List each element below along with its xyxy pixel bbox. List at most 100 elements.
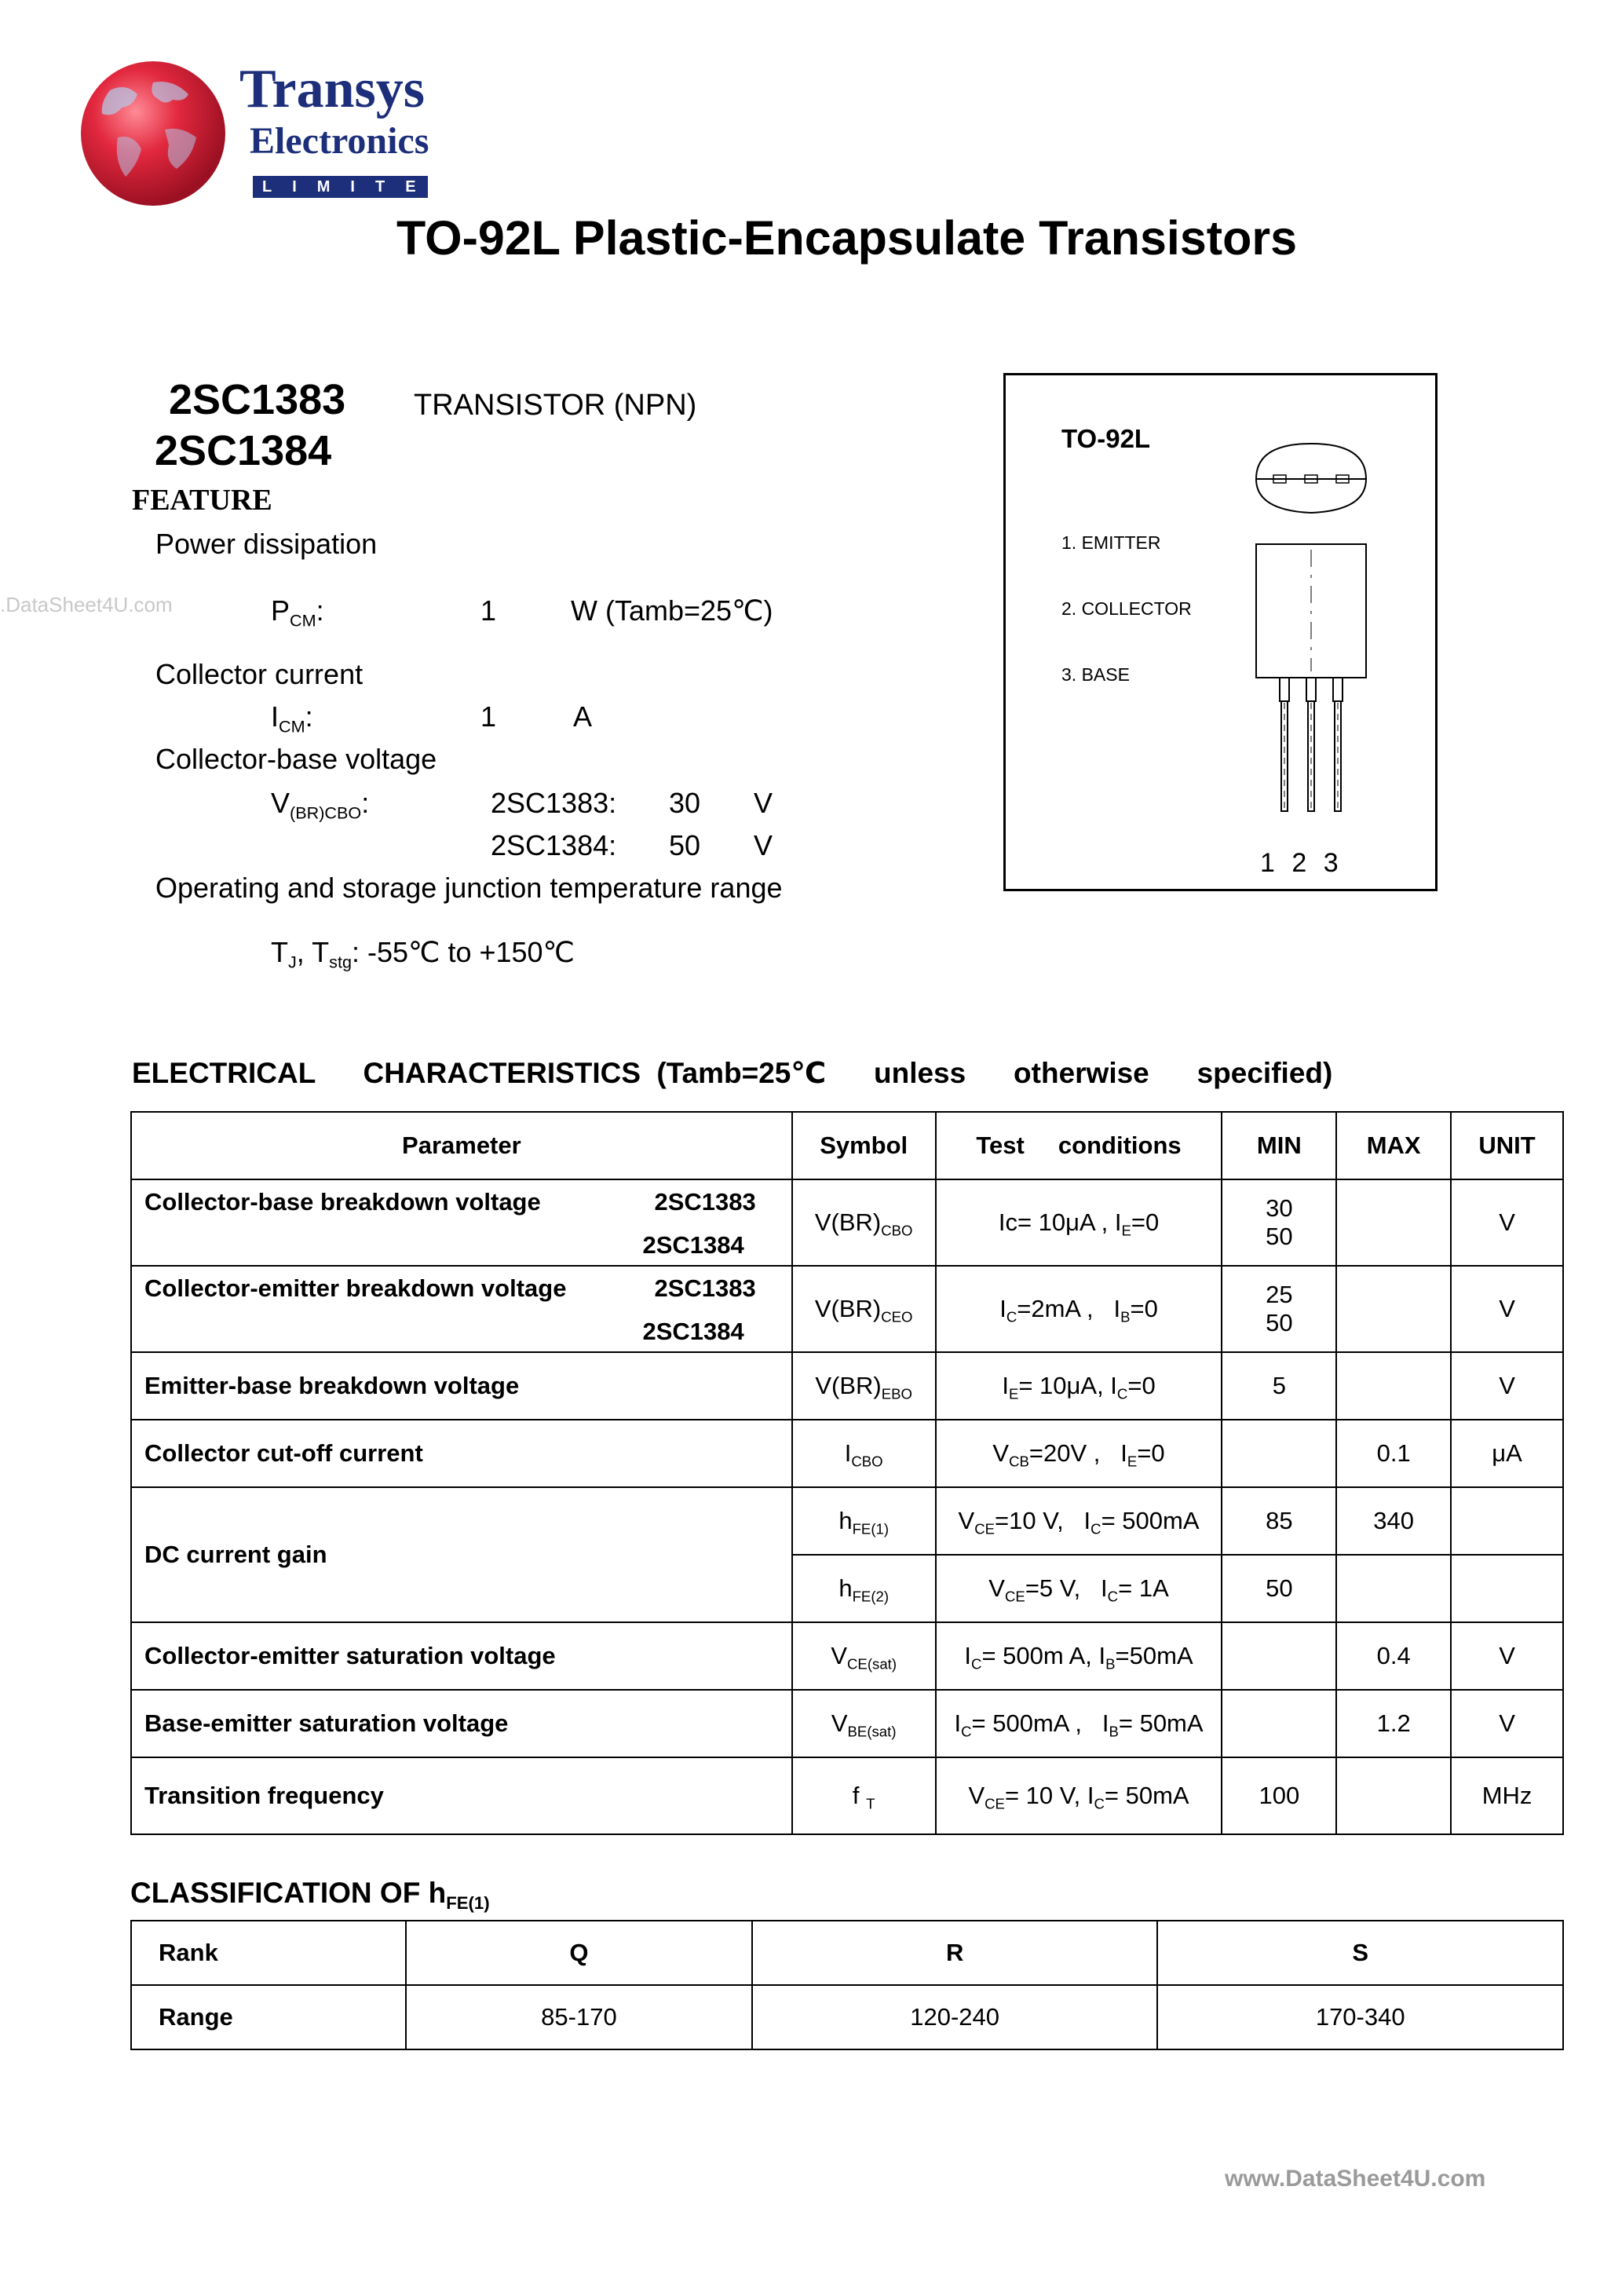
unit-cell: MHz [1450, 1757, 1564, 1835]
brand-name: Transys [239, 59, 425, 119]
range-q: 85-170 [405, 1984, 753, 2050]
table-row: Collector-emitter saturation voltage VCE… [130, 1621, 1564, 1691]
header-max: MAX [1335, 1111, 1452, 1180]
vcbo-symbol: V(BR)CBO: [271, 787, 370, 823]
table-row: Transition frequency f T VCE= 10 V, IC= … [130, 1757, 1564, 1835]
vcbo-value1: 30 [669, 787, 701, 819]
param-cell: DC current gain [130, 1486, 793, 1623]
pin-numbers: 1 2 3 [1260, 848, 1343, 878]
max-cell: 340 [1335, 1486, 1452, 1556]
range-s: 170-340 [1156, 1984, 1564, 2050]
param-cell: Collector cut-off current [130, 1419, 793, 1488]
condition-cell: VCE=5 V, IC= 1A [934, 1554, 1223, 1623]
param-cell: Emitter-base breakdown voltage [130, 1351, 793, 1420]
table-row: Base-emitter saturation voltage VBE(sat)… [130, 1689, 1564, 1758]
vcbo-part1: 2SC1383: [491, 787, 617, 819]
min-cell [1221, 1689, 1338, 1758]
vcbo-unit1: V [754, 787, 773, 819]
condition-cell: VCE=10 V, IC= 500mA [934, 1486, 1223, 1556]
min-cell: 85 [1221, 1486, 1338, 1556]
feature-heading: FEATURE [132, 484, 272, 517]
header-symbol: Symbol [791, 1111, 937, 1180]
symbol-cell: V(BR)CBO [791, 1179, 937, 1267]
table-row: Collector-base breakdown voltage 2SC1383… [130, 1179, 1564, 1267]
condition-cell: VCB=20V , IE=0 [934, 1419, 1223, 1488]
power-dissipation-label: Power dissipation [155, 528, 378, 560]
pin-emitter: 1. EMITTER [1061, 532, 1161, 553]
min-cell: 100 [1221, 1757, 1338, 1835]
condition-cell: IC= 500m A, IB=50mA [934, 1621, 1223, 1691]
table-row: Emitter-base breakdown voltage V(BR)EBO … [130, 1351, 1564, 1420]
max-cell [1335, 1265, 1452, 1353]
temperature-range: TJ, Tstg: -55℃ to +150℃ [271, 936, 575, 972]
package-label: TO-92L [1061, 424, 1151, 453]
range-label: Range [130, 1984, 407, 2050]
param-cell: Transition frequency [130, 1757, 793, 1835]
vcbo-part2: 2SC1384: [491, 829, 617, 861]
header-unit: UNIT [1450, 1111, 1564, 1180]
table-row: Collector cut-off current ICBO VCB=20V ,… [130, 1419, 1564, 1488]
condition-cell: IC= 500mA , IB= 50mA [934, 1689, 1223, 1758]
header-test-conditions: Test conditions [934, 1111, 1223, 1180]
range-r: 120-240 [751, 1984, 1159, 2050]
min-cell: 50 [1221, 1554, 1338, 1623]
unit-cell [1450, 1554, 1564, 1623]
min-cell [1221, 1419, 1338, 1488]
symbol-cell: f T [791, 1757, 937, 1835]
symbol-cell: hFE(2) [791, 1554, 937, 1623]
unit-cell: μA [1450, 1419, 1564, 1488]
rank-r: R [751, 1920, 1159, 1986]
symbol-cell: VBE(sat) [791, 1689, 937, 1758]
rank-s: S [1156, 1920, 1564, 1986]
header-min: MIN [1221, 1111, 1338, 1180]
brand-subtitle: Electronics [250, 120, 429, 162]
to92l-package-drawing [1255, 442, 1368, 812]
max-cell: 0.4 [1335, 1621, 1452, 1691]
symbol-cell: hFE(1) [791, 1486, 937, 1556]
ec-heading: ELECTRICAL CHARACTERISTICS (Tamb=25℃ unl… [132, 1057, 1333, 1089]
pcm-symbol: PCM: [271, 594, 324, 631]
max-cell [1335, 1554, 1452, 1623]
pin-base: 3. BASE [1061, 664, 1130, 685]
table-row: Collector-emitter breakdown voltage 2SC1… [130, 1265, 1564, 1353]
condition-cell: Ic= 10μA , IE=0 [934, 1179, 1223, 1267]
unit-cell [1450, 1486, 1564, 1556]
package-diagram-box [1003, 373, 1438, 891]
table-header-row: Parameter Symbol Test conditions MIN MAX… [130, 1111, 1564, 1180]
pcm-value: 1 [480, 594, 497, 627]
icm-unit: A [573, 700, 593, 733]
param-cell: Collector-base breakdown voltage 2SC1383… [130, 1179, 793, 1267]
classification-table: Rank Q R S Range 85-170 120-240 170-340 [130, 1920, 1564, 2050]
header-parameter: Parameter [130, 1111, 793, 1180]
collector-current-label: Collector current [155, 658, 363, 690]
max-cell [1335, 1757, 1452, 1835]
temperature-label: Operating and storage junction temperatu… [155, 872, 783, 904]
min-cell [1221, 1621, 1338, 1691]
watermark-bottom: www.DataSheet4U.com [1225, 2166, 1486, 2192]
transys-globe-logo [81, 61, 225, 206]
rank-label: Rank [130, 1920, 407, 1986]
symbol-cell: V(BR)EBO [791, 1351, 937, 1420]
param-cell: Base-emitter saturation voltage [130, 1689, 793, 1758]
vcbo-unit2: V [754, 829, 773, 861]
transistor-type: TRANSISTOR (NPN) [414, 389, 697, 422]
min-cell: 5 [1221, 1351, 1338, 1420]
table-row: DC current gain hFE(1) VCE=10 V, IC= 500… [130, 1486, 1564, 1623]
param-cell: Collector-emitter breakdown voltage 2SC1… [130, 1265, 793, 1353]
pcm-unit: W (Tamb=25℃) [571, 594, 773, 627]
table-row: Rank Q R S [130, 1920, 1564, 1986]
part-number-2: 2SC1384 [155, 427, 332, 474]
condition-cell: VCE= 10 V, IC= 50mA [934, 1757, 1223, 1835]
condition-cell: IE= 10μA, IC=0 [934, 1351, 1223, 1420]
electrical-characteristics-table: Parameter Symbol Test conditions MIN MAX… [130, 1111, 1564, 1835]
rank-q: Q [405, 1920, 753, 1986]
max-cell: 1.2 [1335, 1689, 1452, 1758]
classification-heading: CLASSIFICATION OF hFE(1) [130, 1877, 490, 1913]
watermark-left: .DataSheet4U.com [0, 593, 173, 616]
pin-collector: 2. COLLECTOR [1061, 598, 1192, 619]
unit-cell: V [1450, 1179, 1564, 1267]
brand-tagline: LIMITED [253, 176, 448, 198]
param-cell: Collector-emitter saturation voltage [130, 1621, 793, 1691]
